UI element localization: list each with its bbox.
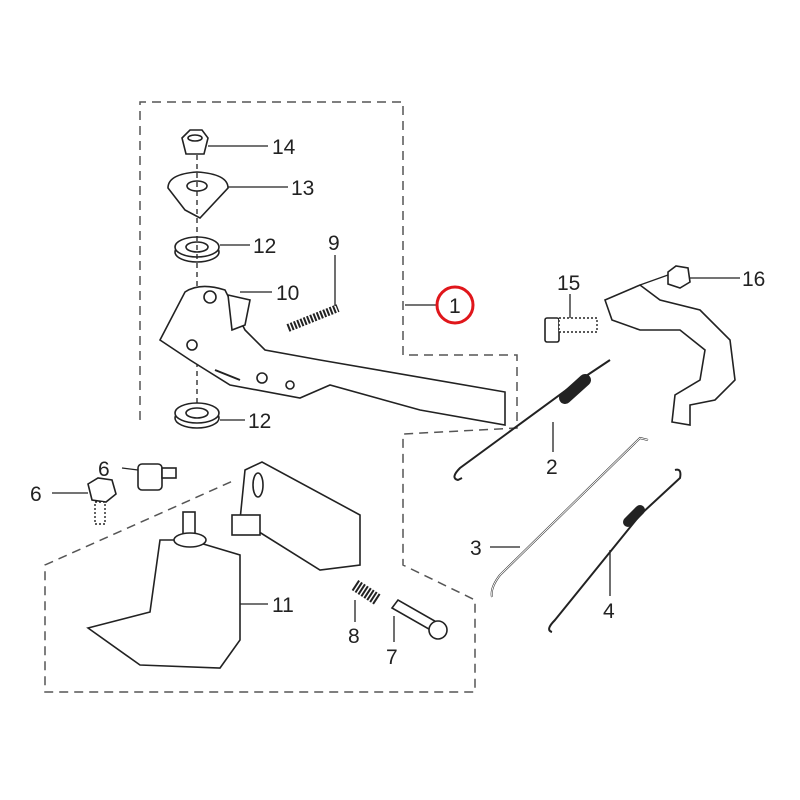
callout-2[interactable]: 2 xyxy=(546,456,558,479)
callout-8[interactable]: 8 xyxy=(348,625,360,648)
part-9-spring[interactable] xyxy=(286,304,340,332)
part-2-spring-rod[interactable] xyxy=(453,359,611,482)
callout-4[interactable]: 4 xyxy=(603,600,615,623)
callout-15[interactable]: 15 xyxy=(557,272,580,295)
leader-6a xyxy=(121,467,139,471)
part-15-bolt[interactable] xyxy=(544,317,598,343)
callout-3[interactable]: 3 xyxy=(470,537,482,560)
part-control-bracket[interactable] xyxy=(603,274,736,426)
part-3-rod[interactable] xyxy=(490,436,649,598)
part-8-spring[interactable] xyxy=(351,579,382,606)
part-4-spring[interactable] xyxy=(548,468,682,633)
callout-9[interactable]: 9 xyxy=(328,232,340,255)
callout-12-lower[interactable]: 12 xyxy=(248,410,271,433)
callout-14[interactable]: 14 xyxy=(272,136,296,159)
part-14-nut[interactable] xyxy=(181,129,209,155)
highlight-circle xyxy=(435,285,475,325)
part-6-bolt-b[interactable] xyxy=(87,477,117,525)
part-1-lever-assembly[interactable] xyxy=(158,285,506,426)
callout-6-a[interactable]: 6 xyxy=(98,458,110,481)
callout-6-b[interactable]: 6 xyxy=(30,483,42,506)
callout-11[interactable]: 11 xyxy=(272,594,294,617)
assembly-boundary-upper xyxy=(44,101,518,693)
part-11-bracket[interactable] xyxy=(86,461,361,669)
callout-1[interactable]: 1 xyxy=(449,295,461,318)
callout-16[interactable]: 16 xyxy=(742,268,765,291)
part-12-washer-lower[interactable] xyxy=(174,402,220,429)
part-13-plate-washer[interactable] xyxy=(167,171,229,219)
callout-10[interactable]: 10 xyxy=(276,282,299,305)
part-6-bolt-a[interactable] xyxy=(137,463,177,491)
callout-7[interactable]: 7 xyxy=(386,646,398,669)
part-7-screw[interactable] xyxy=(390,598,448,640)
callout-12-upper[interactable]: 12 xyxy=(253,235,276,258)
callout-13[interactable]: 13 xyxy=(291,177,314,200)
part-16-nut[interactable] xyxy=(667,265,691,289)
